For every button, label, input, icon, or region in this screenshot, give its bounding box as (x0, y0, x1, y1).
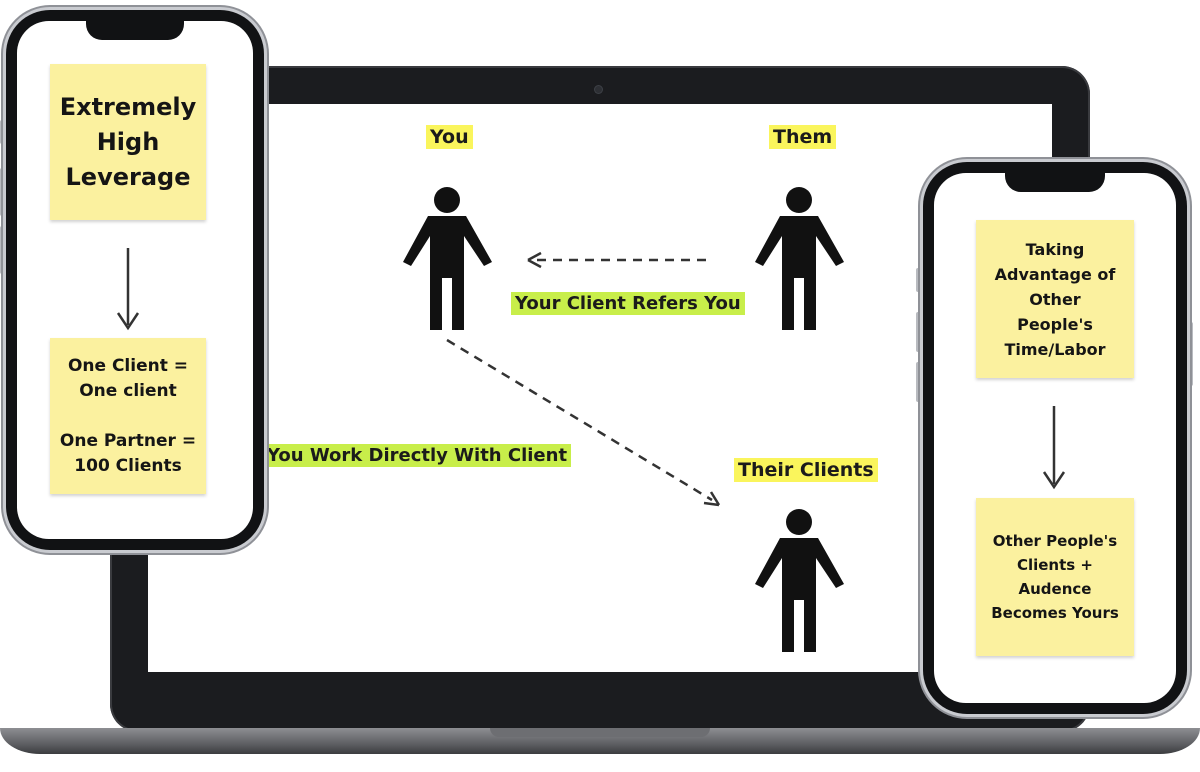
right-bottom-sticky-note: Other People's Clients + Audence Becomes… (976, 498, 1134, 656)
